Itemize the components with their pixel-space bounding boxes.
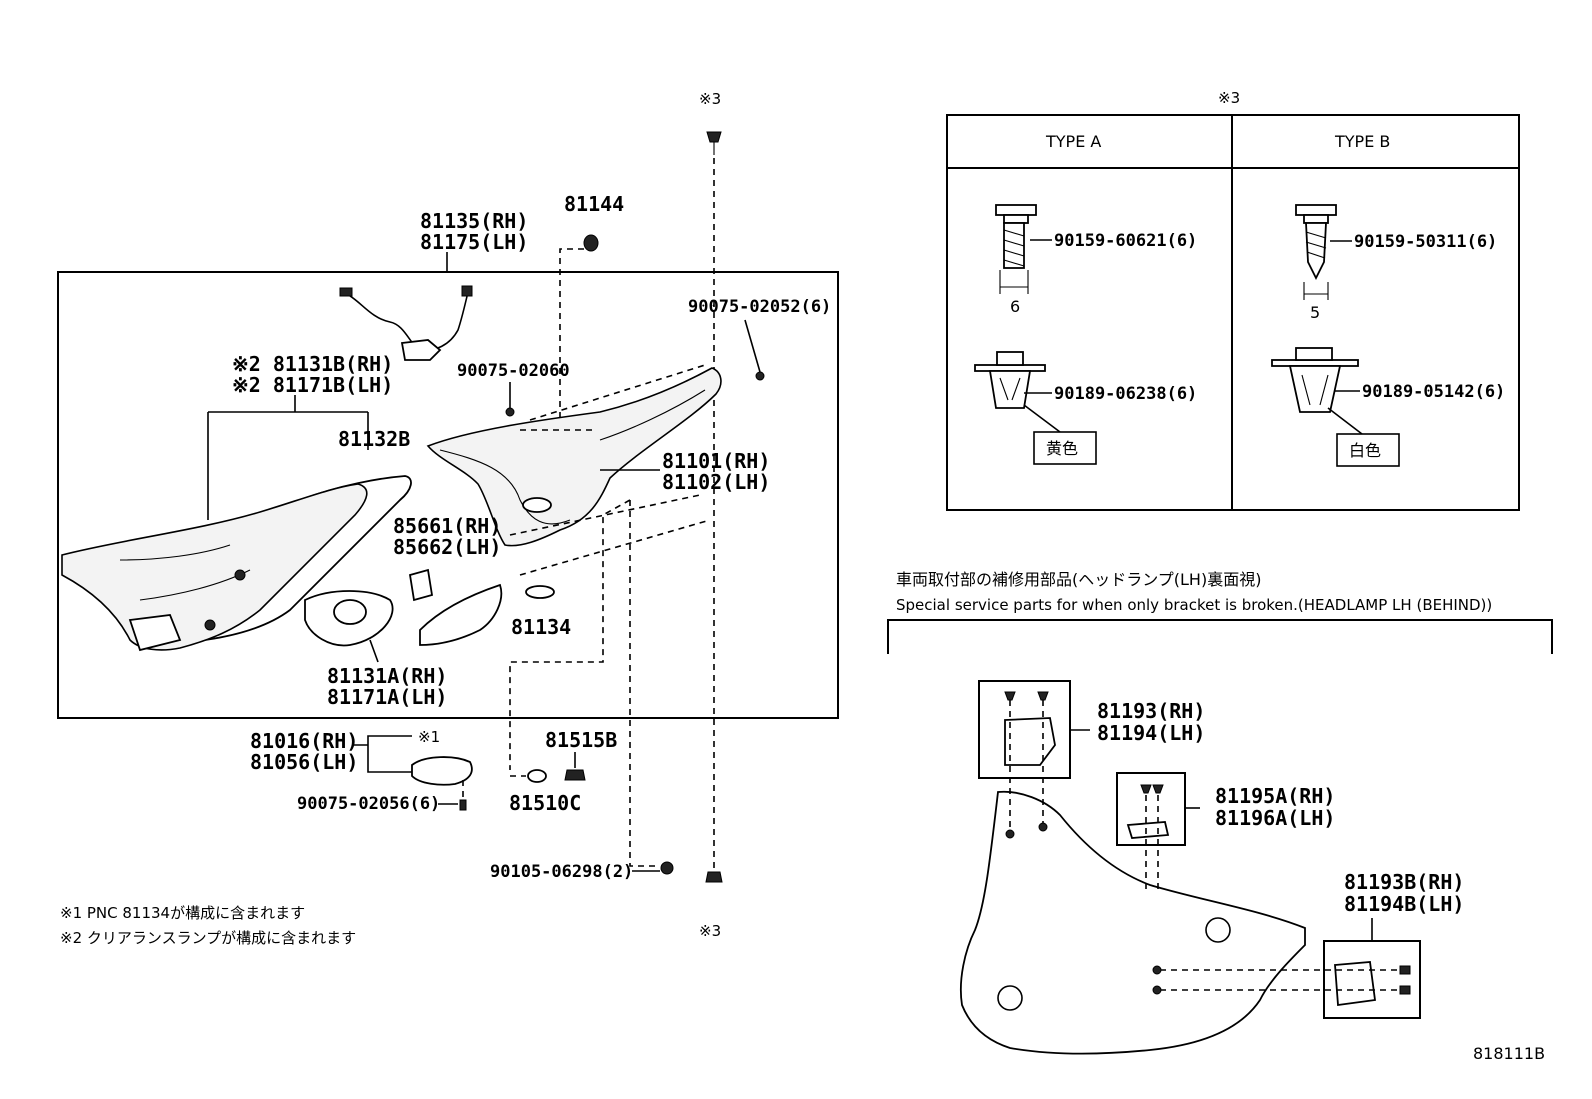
label-81135: 81135(RH) [420, 209, 528, 233]
ref1: ※1 [418, 728, 440, 746]
label-81193B: 81193B(RH) [1344, 870, 1464, 894]
type-b-dimension: 5 [1310, 303, 1320, 322]
bolt-bottom [705, 871, 723, 883]
label-90075-02060: 90075-02060 [457, 361, 570, 381]
label-85662: 85662(LH) [393, 535, 501, 559]
type-a-clip-pn: 90189-06238(6) [1054, 384, 1197, 404]
label-81101: 81101(RH) [662, 449, 770, 473]
label-81195A: 81195A(RH) [1215, 784, 1335, 808]
label-81056: 81056(LH) [250, 750, 358, 774]
service-title-en: Special service parts for when only brac… [896, 596, 1492, 614]
label-90075-02052: 90075-02052(6) [688, 297, 831, 317]
label-81510C: 81510C [509, 791, 581, 815]
clip-type-a [974, 351, 1046, 409]
label-81171A: 81171A(LH) [327, 685, 447, 709]
note-2: ※2 クリアランスランプが構成に含まれます [60, 929, 356, 947]
type-b-clip-pn: 90189-05142(6) [1362, 382, 1505, 402]
label-90075-02056: 90075-02056(6) [297, 794, 440, 814]
label-81515B: 81515B [545, 728, 617, 752]
headlamp-back-plate [959, 790, 1306, 1055]
bolt-type-a [995, 204, 1037, 294]
ref3-table: ※3 [1218, 89, 1240, 107]
type-b-color-box [1336, 433, 1400, 467]
housing-81101 [426, 367, 722, 547]
label-81144: 81144 [564, 192, 624, 216]
diagram-id: 818111B [1473, 1044, 1545, 1063]
ref3-top: ※3 [699, 90, 721, 108]
type-a-bolt-pn: 90159-60621(6) [1054, 231, 1197, 251]
label-81196A: 81196A(LH) [1215, 806, 1335, 830]
nut-81515B [564, 769, 586, 781]
assembly-frame [57, 271, 839, 719]
bolt-type-b [1295, 204, 1337, 300]
label-85661: 85661(RH) [393, 514, 501, 538]
cap-81510C [527, 769, 547, 783]
label-81134: 81134 [511, 615, 571, 639]
note-1: ※1 PNC 81134が構成に含まれます [60, 904, 305, 922]
bracket-81195A-box [1116, 772, 1186, 846]
ring-81134 [525, 585, 555, 599]
label-81132B: 81132B [338, 427, 410, 451]
module-81016 [411, 756, 473, 786]
type-a-color: 黄色 [1046, 439, 1078, 458]
label-81102: 81102(LH) [662, 470, 770, 494]
type-b-header: TYPE B [1334, 132, 1390, 151]
clip-type-b [1271, 347, 1359, 413]
bolt-top [706, 131, 722, 143]
label-90105-06298: 90105-06298(2) [490, 862, 633, 882]
type-a-dimension: 6 [1010, 297, 1020, 316]
grommet-81144 [583, 234, 599, 252]
label-81175: 81175(LH) [420, 230, 528, 254]
label-81194B: 81194B(LH) [1344, 892, 1464, 916]
label-81194: 81194(LH) [1097, 721, 1205, 745]
label-81131B: ※2 81131B(RH) [232, 352, 393, 376]
socket-85661 [408, 568, 434, 602]
ref3-bottom: ※3 [699, 922, 721, 940]
label-81171B: ※2 81171B(LH) [232, 373, 393, 397]
headlamp-body [61, 483, 368, 651]
label-81193: 81193(RH) [1097, 699, 1205, 723]
type-a-color-box [1033, 431, 1097, 465]
label-81131A: 81131A(RH) [327, 664, 447, 688]
type-b-bolt-pn: 90159-50311(6) [1354, 232, 1497, 252]
label-81016: 81016(RH) [250, 729, 358, 753]
service-title-jp: 車両取付部の補修用部品(ヘッドランプ(LH)裏面視) [896, 570, 1261, 589]
type-b-color: 白色 [1349, 441, 1381, 460]
type-a-header: TYPE A [1045, 132, 1101, 151]
